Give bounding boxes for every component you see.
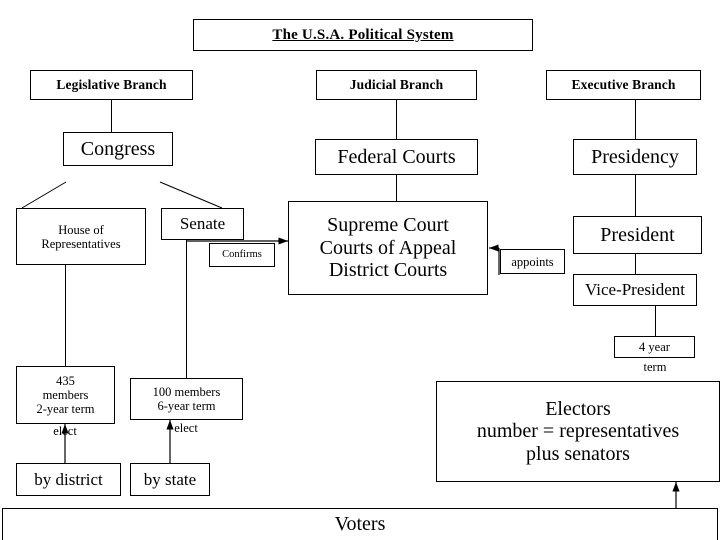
- node-by-district: by district: [16, 463, 121, 496]
- connector-federalcourts-courts: [396, 175, 397, 201]
- label-appoints: appoints: [500, 249, 565, 274]
- node-four-year: 4 year: [614, 336, 695, 358]
- label-elect-senate: elect: [174, 421, 198, 435]
- label-elect-house: elect: [53, 424, 77, 438]
- node-senate-detail: 100 members 6-year term: [130, 378, 243, 420]
- label-term: term: [643, 360, 667, 374]
- node-electors: Electors number = representatives plus s…: [436, 381, 720, 482]
- node-federal-courts: Federal Courts: [315, 139, 478, 175]
- node-voters: Voters: [2, 508, 718, 540]
- node-executive-branch: Executive Branch: [546, 70, 701, 100]
- node-legislative-branch: Legislative Branch: [30, 70, 193, 100]
- node-senate: Senate: [161, 208, 244, 240]
- connector-legislative-congress: [111, 100, 112, 132]
- connector-president-vicepresident: [635, 254, 636, 274]
- node-house-detail: 435 members 2-year term: [16, 366, 115, 424]
- connector-vicepresident-term: [655, 306, 656, 336]
- node-by-state: by state: [130, 463, 210, 496]
- node-vice-president: Vice-President: [573, 274, 697, 306]
- connector-house-detail: [65, 265, 66, 366]
- node-judicial-branch: Judicial Branch: [316, 70, 477, 100]
- connector-executive-presidency: [635, 100, 636, 139]
- node-president: President: [573, 216, 702, 254]
- connector-senate-detail: [186, 240, 187, 378]
- node-courts-stack: Supreme Court Courts of Appeal District …: [288, 201, 488, 295]
- connector-judicial-federalcourts: [396, 100, 397, 139]
- label-confirms: Confirms: [209, 243, 275, 267]
- node-congress: Congress: [63, 132, 173, 166]
- node-presidency: Presidency: [573, 139, 697, 175]
- diagram-title: The U.S.A. Political System: [193, 19, 533, 51]
- connector-presidency-president: [635, 175, 636, 216]
- node-house-of-representatives: House of Representatives: [16, 208, 146, 265]
